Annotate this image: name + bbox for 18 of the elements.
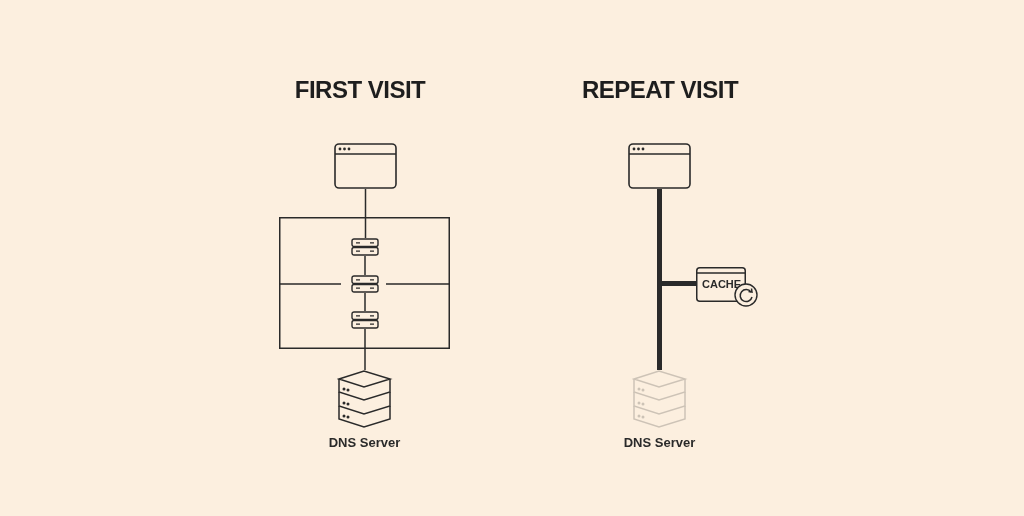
section-title: FIRST VISIT: [294, 76, 426, 104]
browser-window-icon: [334, 143, 397, 189]
connector-line: [364, 255, 366, 276]
server-icon: [351, 238, 379, 256]
server-caption: DNS Server: [623, 435, 696, 450]
network-grid-box: [279, 217, 450, 349]
server-caption: DNS Server: [328, 435, 401, 450]
database-server-icon: [337, 370, 392, 428]
section-title: REPEAT VISIT: [581, 76, 739, 104]
browser-window-icon: [628, 143, 691, 189]
connector-line: [364, 328, 366, 371]
database-server-icon: [632, 370, 687, 428]
server-icon: [351, 311, 379, 329]
connector-line: [364, 188, 367, 239]
connector-line: [657, 189, 696, 286]
server-icon: [351, 275, 379, 293]
connector-line: [364, 292, 366, 312]
cache-label: CACHE: [702, 278, 742, 290]
